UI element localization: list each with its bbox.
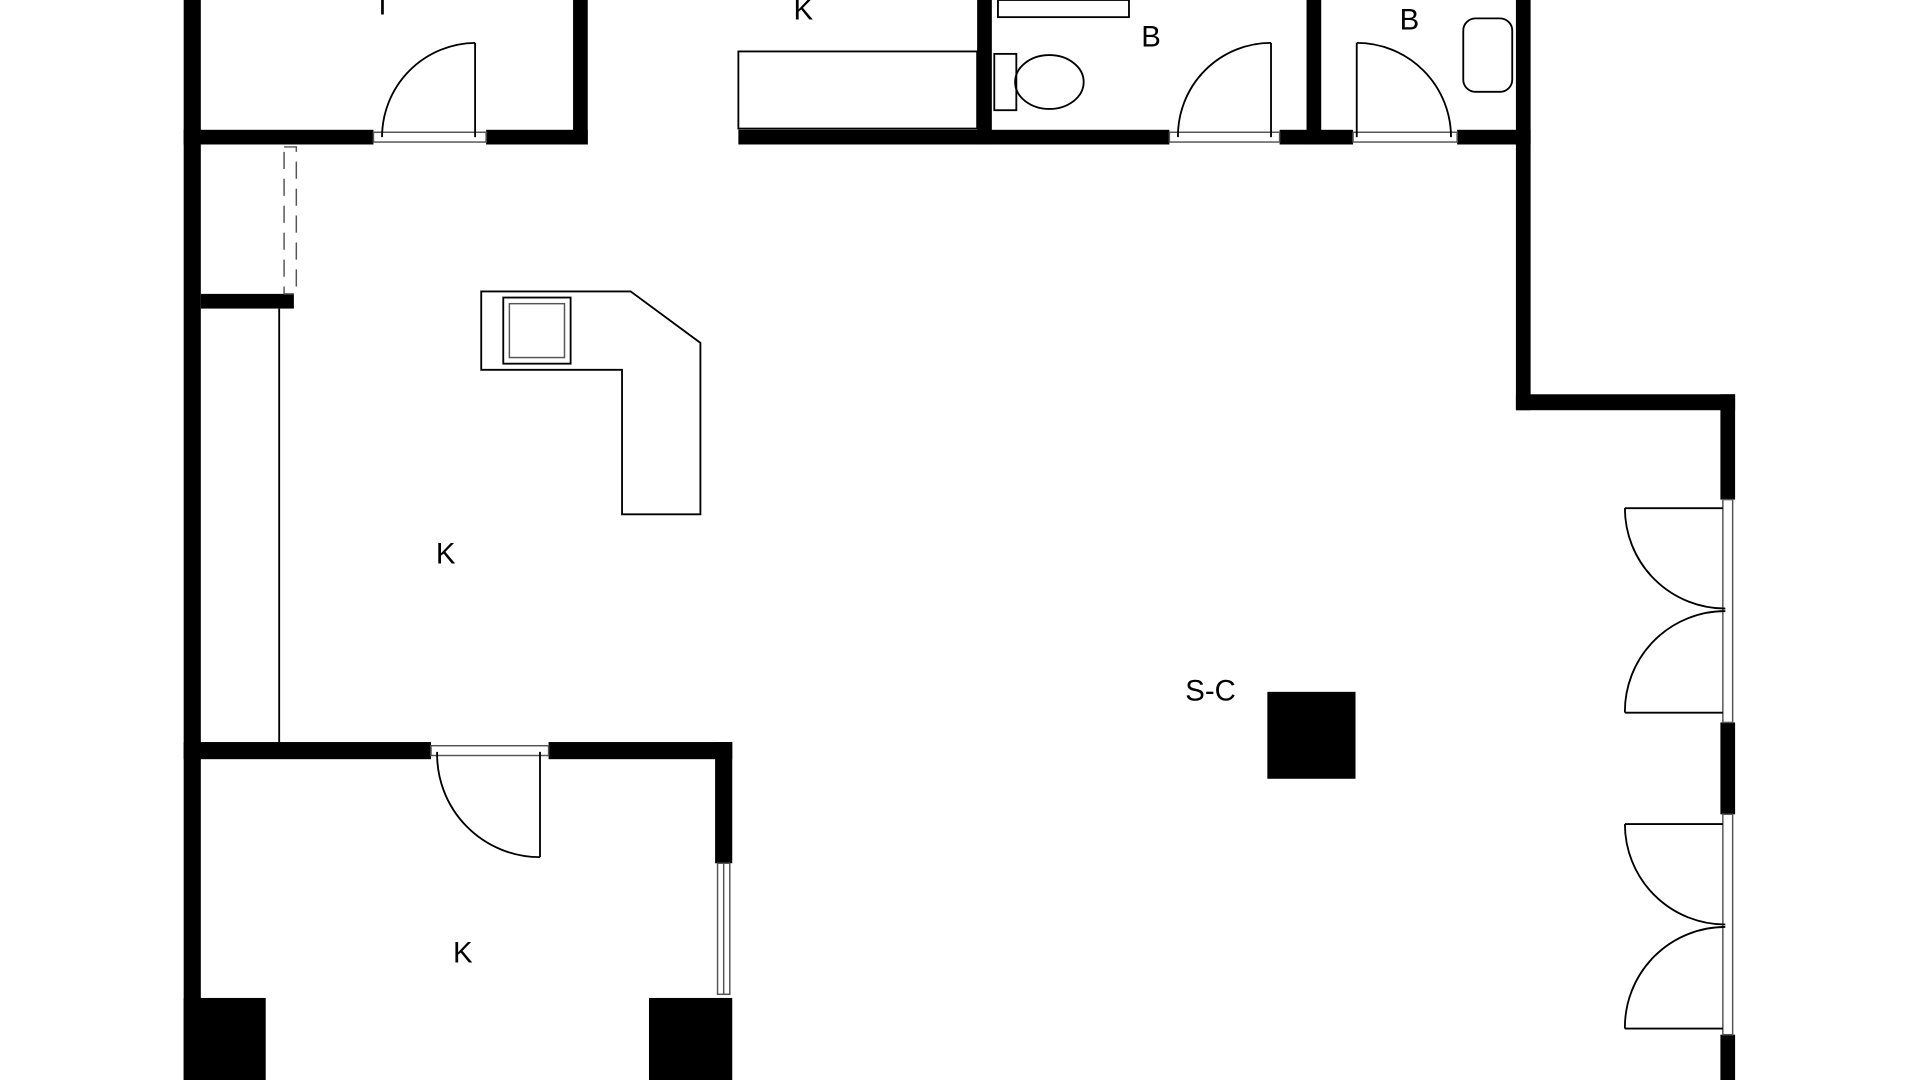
room-label-b: B [1141, 21, 1161, 54]
door [1168, 41, 1281, 143]
room-label-s-c: S-C [1185, 674, 1236, 707]
column [183, 997, 266, 1080]
column [1267, 691, 1356, 779]
window [716, 862, 731, 996]
toilet-icon [993, 52, 1085, 112]
walls [183, 0, 1736, 1080]
double-door [1623, 498, 1734, 724]
dashed-door [283, 146, 298, 295]
doors [372, 41, 1734, 1036]
counter [737, 50, 979, 130]
fixtures [480, 0, 1514, 516]
door [430, 744, 550, 859]
sink-icon [502, 296, 572, 365]
double-door [1623, 813, 1734, 1036]
room-label-k: K [453, 936, 473, 969]
column [648, 997, 733, 1080]
bathtub [997, 0, 1130, 19]
room-label-k: K [436, 537, 456, 570]
room-label-b: B [1400, 3, 1420, 36]
door [1352, 41, 1458, 143]
washbasin-icon [1462, 17, 1514, 93]
door [372, 41, 487, 143]
room-labels: T K B B K S-C K [373, 0, 1419, 969]
kitchen-counter [480, 290, 702, 516]
room-label-k: K [793, 0, 813, 27]
room-label-t: T [373, 0, 391, 22]
